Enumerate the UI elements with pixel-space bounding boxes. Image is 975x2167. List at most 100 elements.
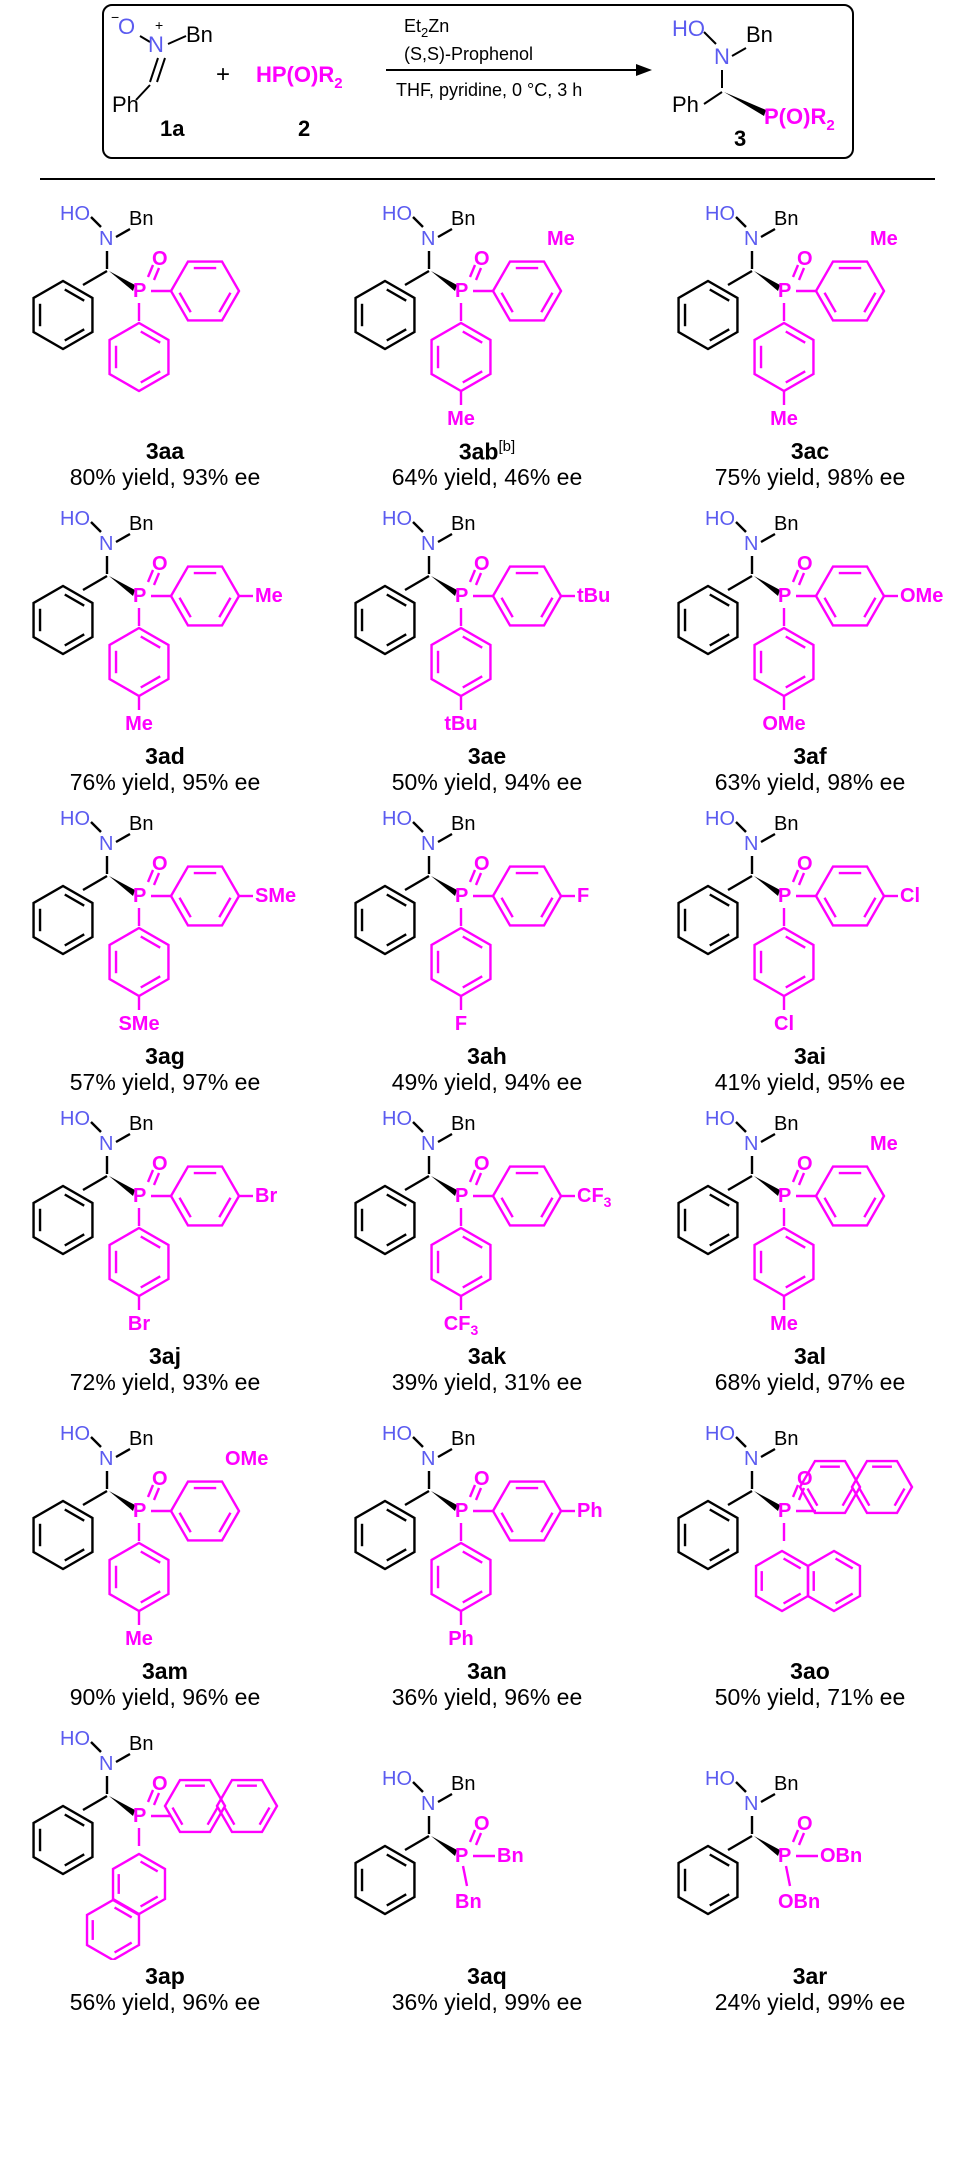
compound-3-label: 3 bbox=[734, 126, 746, 151]
substituent-b: Br bbox=[128, 1313, 150, 1335]
yield-ee-text: 76% yield, 95% ee bbox=[69, 769, 261, 795]
compound-id: 3ap bbox=[15, 1963, 315, 1990]
compound-id: 3aq bbox=[337, 1963, 637, 1990]
yield-ee-text: 63% yield, 98% ee bbox=[714, 769, 906, 795]
substituent-a: OBn bbox=[820, 1845, 862, 1867]
substituent-a: Cl bbox=[900, 885, 920, 907]
substituent-a: SMe bbox=[255, 885, 296, 907]
ho-label: HO bbox=[705, 1768, 735, 1790]
compound-id-text: 3an bbox=[467, 1658, 507, 1684]
n-label: N bbox=[744, 833, 758, 855]
n-label: N bbox=[99, 833, 113, 855]
o-label: O bbox=[474, 1468, 490, 1490]
yield-ee-text: 24% yield, 99% ee bbox=[714, 1989, 906, 2015]
p-label: P bbox=[455, 885, 468, 907]
substituent-a: Bn bbox=[497, 1845, 524, 1867]
phosphine-oxide-2: HP(O)R2 2 bbox=[256, 62, 343, 141]
compound-id-text: 3am bbox=[141, 1658, 189, 1684]
nitrone-1a: O − N + Bn Ph 1a bbox=[111, 9, 213, 141]
ho-label: HO bbox=[60, 203, 90, 225]
compound-id: 3ac bbox=[660, 438, 960, 465]
o-label: O bbox=[152, 1153, 168, 1175]
yield-ee-text: 57% yield, 97% ee bbox=[69, 1069, 261, 1095]
bn-label: Bn bbox=[129, 1733, 153, 1755]
substituent-b: Ph bbox=[448, 1628, 474, 1650]
p-label: P bbox=[133, 1805, 146, 1827]
bn-label: Bn bbox=[129, 208, 153, 230]
compound-id-text: 3al bbox=[794, 1343, 826, 1369]
p-label: P bbox=[133, 1185, 146, 1207]
reaction-conditions: Et2Zn (S,S)-Prophenol THF, pyridine, 0 °… bbox=[386, 16, 652, 100]
ho-label: HO bbox=[382, 808, 412, 830]
product-ho-label: HO bbox=[672, 16, 705, 41]
bn-label: Bn bbox=[774, 1113, 798, 1135]
substituent-b: Bn bbox=[455, 1891, 482, 1913]
o-label: O bbox=[797, 553, 813, 575]
product-po-label: P(O)R2 bbox=[764, 104, 835, 134]
compound-2-label: 2 bbox=[298, 116, 310, 141]
n-label: N bbox=[421, 228, 435, 250]
o-label: O bbox=[474, 1153, 490, 1175]
ho-label: HO bbox=[60, 808, 90, 830]
product-ph-label: Ph bbox=[672, 92, 699, 117]
compound-id-text: 3ad bbox=[145, 743, 185, 769]
bn-label: Bn bbox=[129, 1113, 153, 1135]
n-label: N bbox=[99, 533, 113, 555]
ho-label: HO bbox=[60, 508, 90, 530]
compound-id: 3al bbox=[660, 1343, 960, 1370]
bn-label: Bn bbox=[451, 1428, 475, 1450]
compound-id-text: 3aa bbox=[145, 438, 185, 464]
substituent-a: OMe bbox=[900, 585, 943, 607]
o-label: O bbox=[152, 553, 168, 575]
bn-label: Bn bbox=[451, 513, 475, 535]
divider-line bbox=[40, 178, 935, 180]
o-label: O bbox=[474, 248, 490, 270]
conditions-line-3: THF, pyridine, 0 °C, 3 h bbox=[396, 80, 582, 100]
compound-id: 3aa bbox=[15, 438, 315, 465]
compound-id: 3ak bbox=[337, 1343, 637, 1370]
n-plus-label: N bbox=[148, 32, 164, 57]
yield-ee-text: 50% yield, 94% ee bbox=[391, 769, 583, 795]
bn-label: Bn bbox=[129, 813, 153, 835]
p-label: P bbox=[778, 885, 791, 907]
compound-id-text: 3ac bbox=[790, 438, 830, 464]
ho-label: HO bbox=[382, 508, 412, 530]
n-label: N bbox=[744, 228, 758, 250]
bn-label: Bn bbox=[186, 22, 213, 47]
compound-id-text: 3ap bbox=[145, 1963, 185, 1989]
p-label: P bbox=[778, 585, 791, 607]
yield-ee-text: 41% yield, 95% ee bbox=[714, 1069, 906, 1095]
compound-id-text: 3aq bbox=[467, 1963, 507, 1989]
yield-ee-text: 56% yield, 96% ee bbox=[69, 1989, 261, 2015]
o-label: O bbox=[152, 248, 168, 270]
substituent-b: tBu bbox=[444, 713, 477, 735]
conditions-line-1: Et2Zn bbox=[404, 16, 449, 40]
ho-label: HO bbox=[705, 1108, 735, 1130]
substituent-a: Me bbox=[255, 585, 283, 607]
compound-id-text: 3ah bbox=[467, 1043, 507, 1069]
p-label: P bbox=[778, 280, 791, 302]
